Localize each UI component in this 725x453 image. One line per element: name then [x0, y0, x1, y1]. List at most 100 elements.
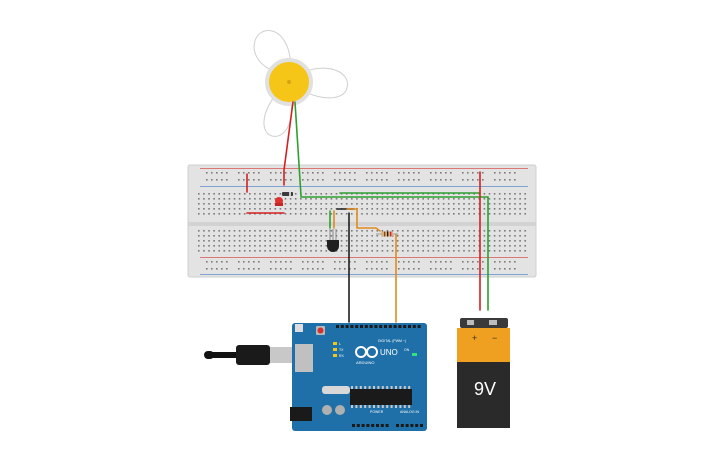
breadboard-hole[interactable] [447, 245, 450, 247]
breadboard-hole[interactable] [300, 245, 302, 247]
breadboard-hole[interactable] [412, 235, 414, 237]
breadboard-hole[interactable] [498, 235, 501, 237]
breadboard-hole[interactable] [398, 172, 400, 174]
breadboard-hole[interactable] [483, 208, 486, 210]
breadboard-hole[interactable] [334, 179, 336, 181]
breadboard-hole[interactable] [386, 261, 388, 263]
breadboard-hole[interactable] [418, 179, 420, 181]
breadboard-hole[interactable] [453, 213, 455, 215]
breadboard-hole[interactable] [381, 261, 383, 263]
breadboard-hole[interactable] [402, 250, 404, 252]
breadboard-hole[interactable] [519, 198, 521, 200]
breadboard-hole[interactable] [398, 268, 400, 270]
breadboard-hole[interactable] [270, 268, 272, 270]
breadboard-hole[interactable] [269, 193, 271, 195]
breadboard-hole[interactable] [462, 268, 464, 270]
breadboard-hole[interactable] [203, 213, 205, 215]
breadboard-hole[interactable] [325, 250, 328, 252]
breadboard-hole[interactable] [221, 172, 223, 174]
breadboard-hole[interactable] [514, 245, 516, 247]
breadboard-hole[interactable] [453, 240, 455, 242]
breadboard-hole[interactable] [233, 198, 236, 200]
breadboard-hole[interactable] [462, 172, 464, 174]
breadboard-hole[interactable] [386, 213, 389, 215]
breadboard-hole[interactable] [259, 208, 261, 210]
header-pin[interactable] [366, 424, 370, 427]
breadboard-hole[interactable] [381, 179, 383, 181]
breadboard-hole[interactable] [524, 198, 526, 200]
breadboard-hole[interactable] [300, 208, 302, 210]
breadboard-hole[interactable] [458, 250, 460, 252]
breadboard-hole[interactable] [435, 261, 437, 263]
breadboard-hole[interactable] [468, 213, 470, 215]
breadboard-hole[interactable] [203, 235, 205, 237]
breadboard-hole[interactable] [226, 268, 228, 270]
breadboard-hole[interactable] [284, 230, 287, 232]
breadboard-hole[interactable] [213, 230, 215, 232]
breadboard-hole[interactable] [198, 193, 200, 195]
breadboard-hole[interactable] [442, 245, 445, 247]
breadboard-hole[interactable] [391, 203, 394, 205]
chip-pin[interactable] [403, 386, 406, 389]
breadboard-hole[interactable] [473, 203, 475, 205]
breadboard-hole[interactable] [386, 245, 389, 247]
breadboard-hole[interactable] [300, 203, 302, 205]
breadboard-hole[interactable] [275, 268, 277, 270]
breadboard-hole[interactable] [238, 203, 241, 205]
breadboard-hole[interactable] [473, 235, 475, 237]
breadboard-hole[interactable] [437, 235, 440, 237]
breadboard-hole[interactable] [440, 172, 442, 174]
breadboard-hole[interactable] [427, 213, 430, 215]
breadboard-hole[interactable] [408, 179, 410, 181]
breadboard-hole[interactable] [524, 208, 526, 210]
chip-pin[interactable] [368, 386, 371, 389]
breadboard-hole[interactable] [238, 230, 241, 232]
breadboard-hole[interactable] [274, 250, 277, 252]
breadboard-hole[interactable] [356, 235, 358, 237]
breadboard-hole[interactable] [514, 261, 516, 263]
breadboard-hole[interactable] [371, 198, 373, 200]
breadboard-hole[interactable] [325, 193, 328, 195]
header-pin[interactable] [364, 325, 368, 328]
breadboard-hole[interactable] [376, 208, 379, 210]
breadboard-hole[interactable] [473, 198, 475, 200]
breadboard-hole[interactable] [468, 240, 470, 242]
breadboard-hole[interactable] [270, 261, 272, 263]
breadboard-hole[interactable] [259, 203, 261, 205]
breadboard-hole[interactable] [435, 172, 437, 174]
chip-pin[interactable] [390, 386, 393, 389]
breadboard-hole[interactable] [279, 235, 282, 237]
breadboard-hole[interactable] [279, 208, 282, 210]
breadboard-hole[interactable] [279, 250, 282, 252]
breadboard-hole[interactable] [269, 250, 271, 252]
breadboard-hole[interactable] [430, 172, 432, 174]
breadboard-hole[interactable] [238, 208, 241, 210]
breadboard-hole[interactable] [447, 230, 450, 232]
breadboard-hole[interactable] [340, 250, 343, 252]
breadboard-hole[interactable] [381, 268, 383, 270]
breadboard-hole[interactable] [312, 261, 314, 263]
breadboard-hole[interactable] [376, 261, 378, 263]
breadboard-hole[interactable] [248, 179, 250, 181]
breadboard-hole[interactable] [422, 203, 424, 205]
breadboard-hole[interactable] [208, 198, 210, 200]
breadboard-hole[interactable] [253, 268, 255, 270]
breadboard-hole[interactable] [422, 213, 424, 215]
breadboard-hole[interactable] [264, 198, 266, 200]
breadboard-hole[interactable] [453, 230, 455, 232]
breadboard-hole[interactable] [213, 198, 215, 200]
breadboard-hole[interactable] [391, 250, 394, 252]
breadboard-hole[interactable] [208, 213, 210, 215]
breadboard-hole[interactable] [285, 261, 287, 263]
breadboard-hole[interactable] [524, 193, 526, 195]
breadboard-hole[interactable] [442, 198, 445, 200]
breadboard-hole[interactable] [371, 230, 373, 232]
header-pin[interactable] [340, 325, 344, 328]
breadboard-hole[interactable] [317, 261, 319, 263]
header-pin[interactable] [388, 325, 392, 328]
breadboard-hole[interactable] [344, 261, 346, 263]
breadboard-hole[interactable] [407, 235, 409, 237]
breadboard-hole[interactable] [519, 250, 521, 252]
breadboard-hole[interactable] [274, 240, 277, 242]
breadboard-hole[interactable] [259, 235, 261, 237]
